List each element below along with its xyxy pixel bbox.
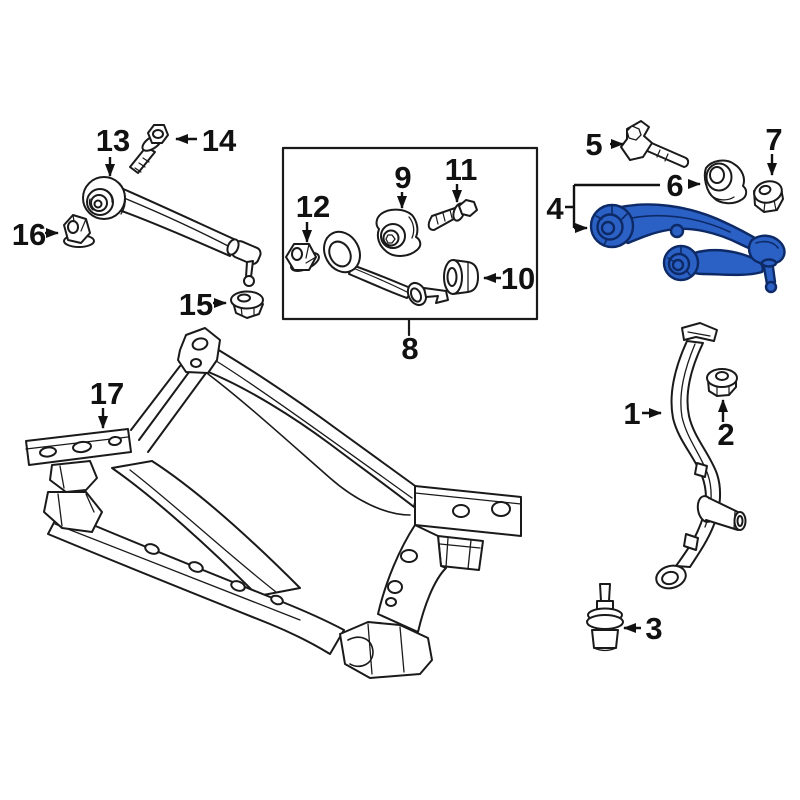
callout-7: 7 <box>765 122 782 157</box>
part-nut-16 <box>63 214 95 248</box>
callout-12: 12 <box>296 189 330 224</box>
callout-14: 14 <box>202 123 237 158</box>
callout-17: 17 <box>90 376 124 411</box>
part-nut-2 <box>706 368 738 397</box>
part-upper-control-arm-highlighted <box>589 203 786 294</box>
callouts: 13 14 16 15 8 12 9 11 10 5 6 7 4 1 2 3 1… <box>12 122 783 646</box>
callout-4: 4 <box>546 191 564 226</box>
part-ball-joint-3 <box>586 583 624 652</box>
callout-3: 3 <box>645 611 662 646</box>
part-bushing-6 <box>703 159 748 205</box>
callout-8: 8 <box>401 331 418 366</box>
part-kit-arm <box>323 230 449 307</box>
part-nut-7 <box>753 180 784 213</box>
callout-11: 11 <box>445 152 478 187</box>
callout-5: 5 <box>585 127 602 162</box>
bracket-4 <box>565 183 660 228</box>
part-tension-strut <box>82 176 262 287</box>
part-strut-bolt <box>129 124 169 174</box>
callout-10: 10 <box>501 261 535 296</box>
callout-9: 9 <box>394 160 411 195</box>
part-kit-box <box>281 146 539 337</box>
part-bushing-10 <box>443 259 479 295</box>
part-nut-12 <box>285 243 320 272</box>
callout-16: 16 <box>12 217 46 252</box>
callout-2: 2 <box>717 417 734 452</box>
callout-15: 15 <box>179 287 213 322</box>
part-bracket-bolt-5 <box>620 120 690 168</box>
part-crossmember <box>25 327 522 679</box>
part-steering-knuckle <box>655 322 747 590</box>
part-bolt-11 <box>427 199 478 231</box>
callout-6: 6 <box>666 168 683 203</box>
part-nut-15 <box>230 290 264 319</box>
part-bushing-9 <box>375 208 422 257</box>
callout-1: 1 <box>623 396 640 431</box>
callout-13: 13 <box>96 123 130 158</box>
